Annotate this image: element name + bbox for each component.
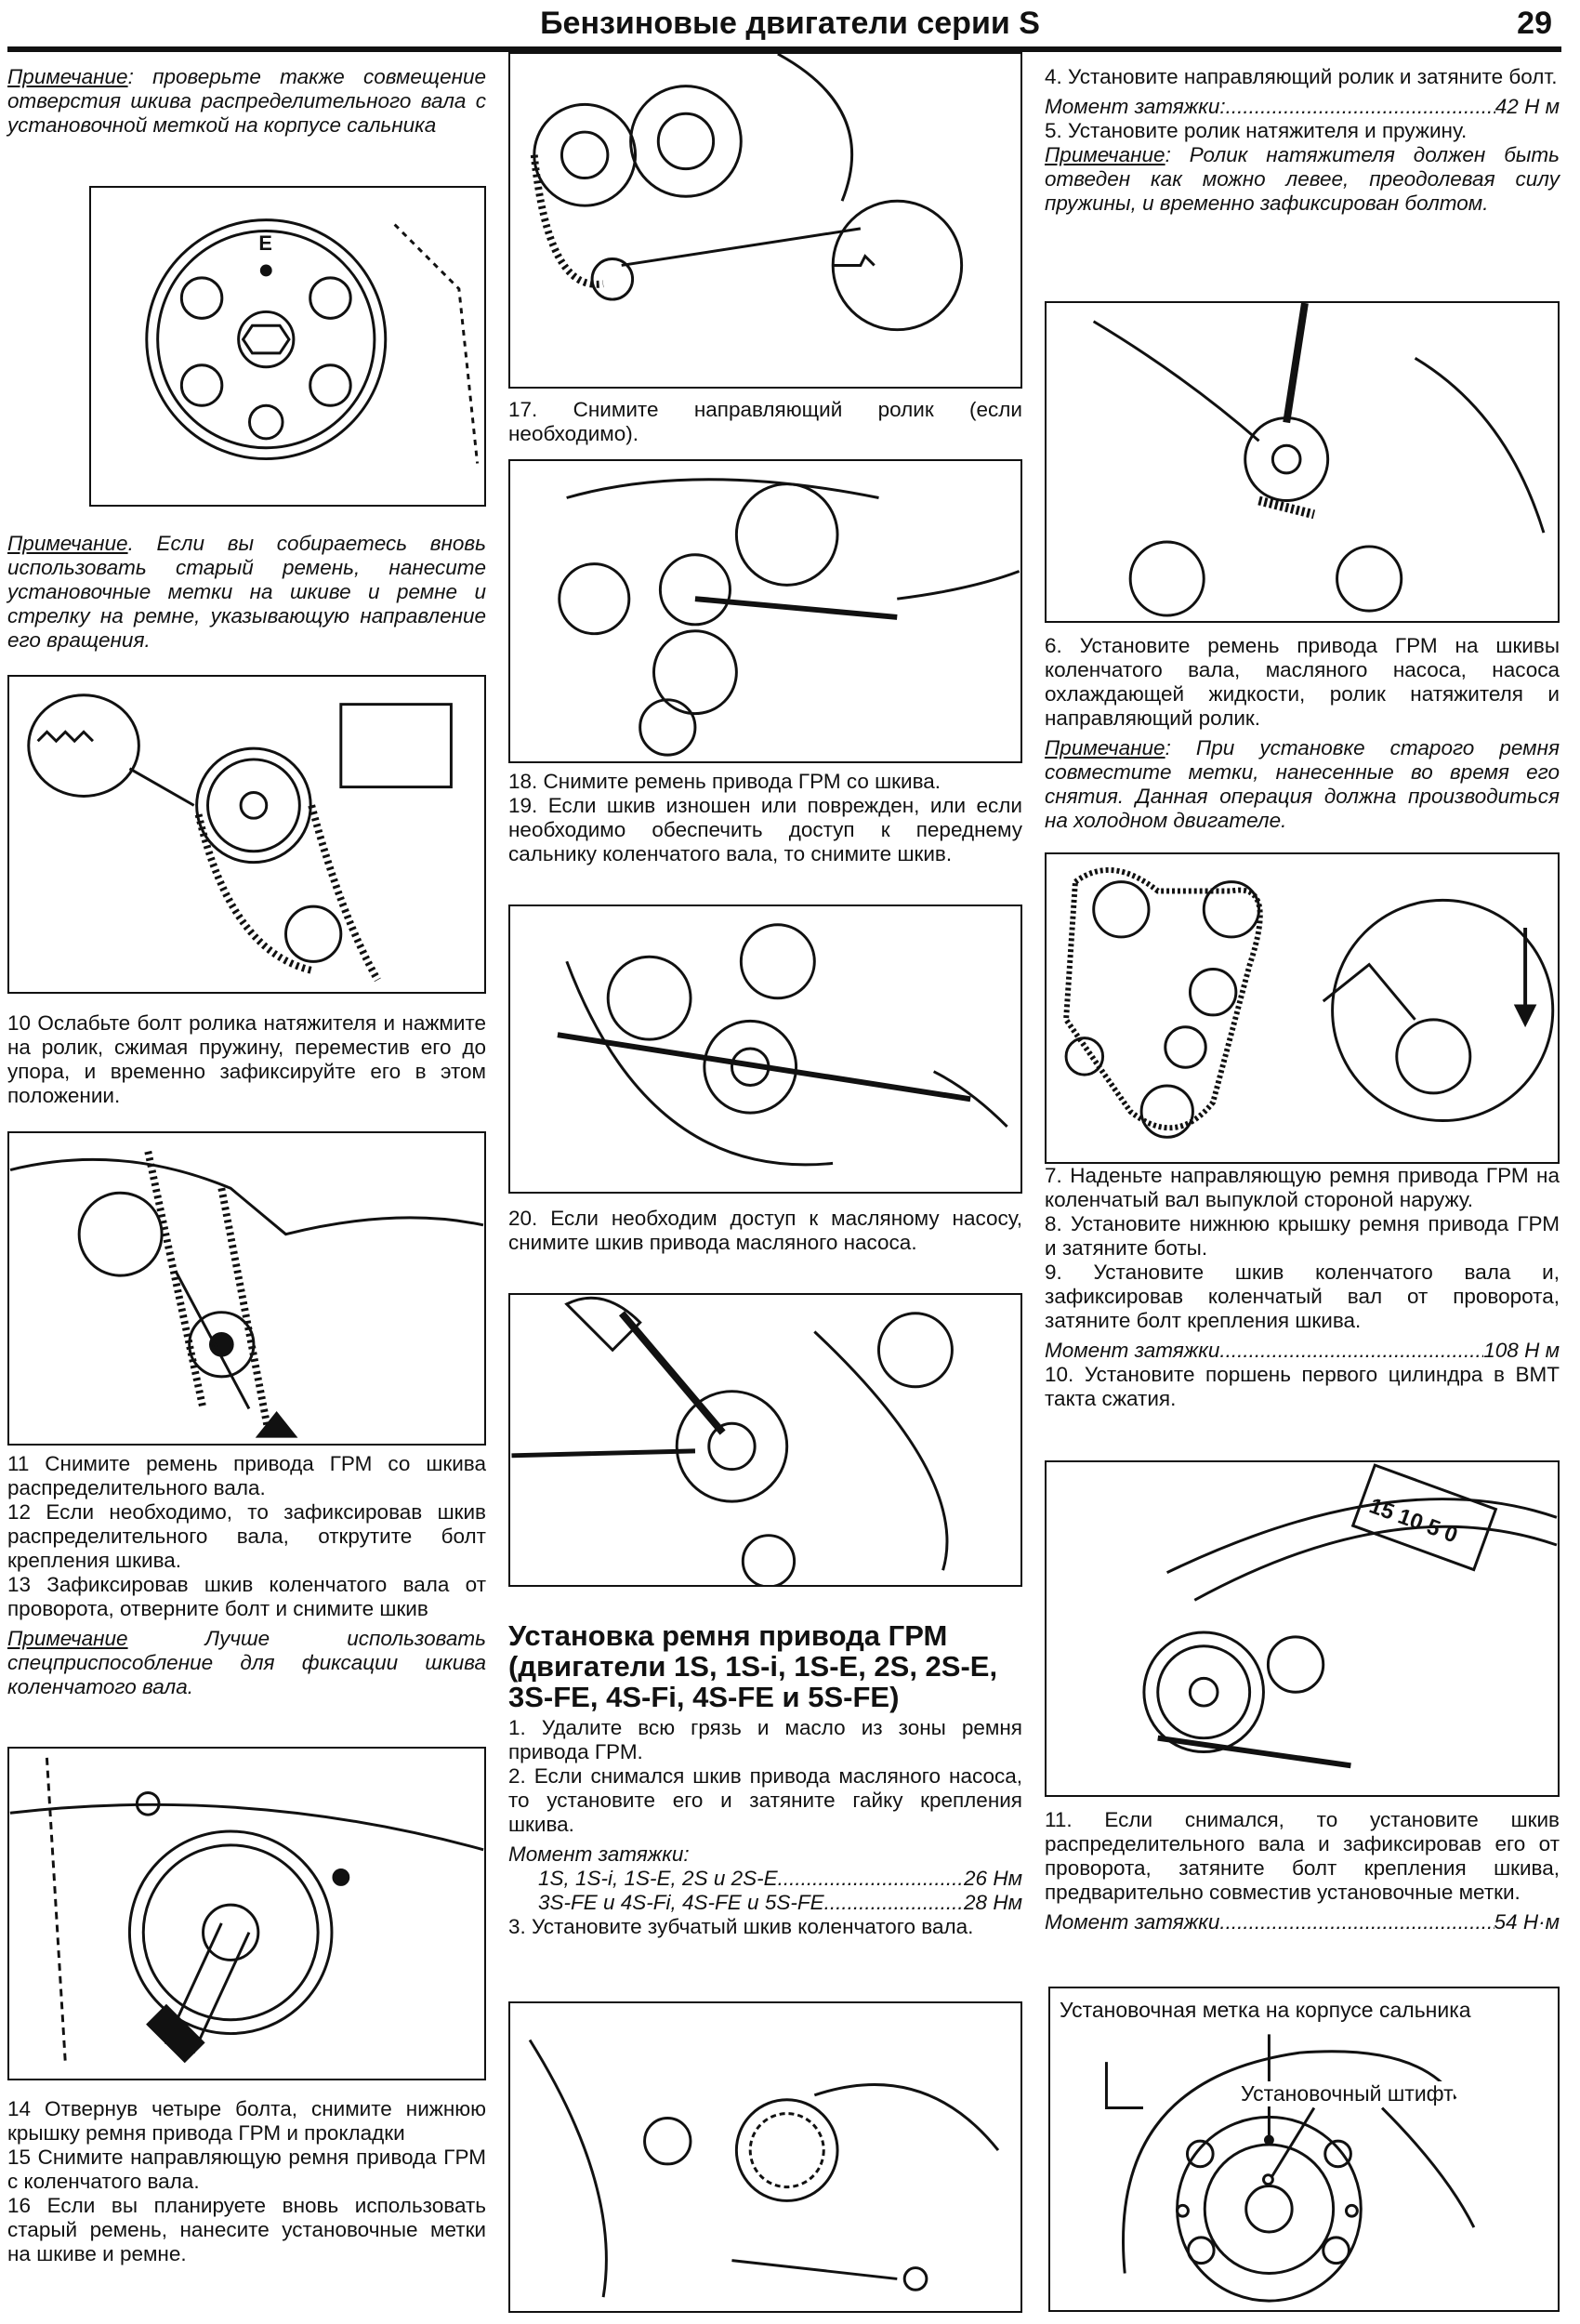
step-17-remove-idler: 17. Снимите направляющий ролик (если нео… (508, 398, 1022, 445)
note-old-belt-marks: Примечание: При установке старого ремня … (1045, 736, 1560, 833)
figure-mark-e: E (258, 231, 272, 255)
torque-label: Момент затяжки: (508, 1842, 690, 1866)
torque-row: Момент затяжки: 42 Н м (1045, 95, 1560, 119)
step-13-crankshaft-pulley: 13 Зафиксировав шкив коленчатого вала от… (7, 1573, 486, 1620)
note-camshaft-hole: Примечание: проверьте также совмещение о… (7, 65, 486, 138)
torque-value: 54 Н·м (1494, 1910, 1560, 1934)
figure-tensioner (7, 1131, 486, 1446)
label-dowel-pin: Установочный штифт (1241, 2081, 1454, 2106)
figure-tdc-marks: 15 10 5 0 (1045, 1460, 1560, 1797)
label-timing-mark: Установочная метка на корпусе сальника (1060, 1998, 1471, 2023)
torque-label: Момент затяжки (1045, 1339, 1220, 1362)
step-5-install-tensioner: 5. Установите ролик натяжителя и пружину… (1045, 119, 1468, 142)
step-9-crank-pulley: 9. Установите шкив коленчатого вала и, з… (1045, 1261, 1560, 1332)
right-step-11: 11. Если снимался, то установите шкив ра… (1045, 1808, 1560, 1934)
right-step-6: 6. Установите ремень привода ГРМ на шкив… (1045, 634, 1560, 833)
torque-row: 3S-FE и 4S-Fi, 4S-FE и 5S-FE 28 Нм (508, 1891, 1022, 1915)
figure-belt-marks (7, 675, 486, 994)
step-7-belt-guide: 7. Наденьте направляющую ремня привода Г… (1045, 1164, 1560, 1211)
figure-belt-removal (508, 52, 1022, 389)
torque-value: 42 Н м (1494, 95, 1560, 118)
step-19-remove-pulley: 19. Если шкив изношен или поврежден, или… (508, 794, 1022, 865)
figure-camshaft-pulley: E (89, 186, 486, 507)
header-rule (7, 46, 1561, 52)
step-11-remove-belt: 11 Снимите ремень привода ГРМ со шкива р… (7, 1452, 486, 1499)
note-text: : проверьте также совмещение отверстия ш… (7, 65, 486, 137)
figure-crank-sprocket (508, 2001, 1022, 2313)
step-16-reuse-marks: 16 Если вы планируете вновь использовать… (7, 2194, 486, 2265)
note-text: Лучше использовать спецприспособление дл… (7, 1627, 486, 1698)
page-number: 29 (1517, 6, 1552, 41)
right-steps-4-5: 4. Установите направляющий ролик и затян… (1045, 65, 1560, 216)
torque-label: Момент затяжки (1045, 1910, 1220, 1934)
step-20-oil-pump-pulley: 20. Если необходим доступ к масляному на… (508, 1207, 1022, 1254)
right-steps-7-10: 7. Наденьте направляющую ремня привода Г… (1045, 1164, 1560, 1411)
install-steps-1-3: 1. Удалите всю грязь и масло из зоны рем… (508, 1716, 1022, 1939)
timing-scale-label: 15 10 5 0 (1366, 1494, 1461, 1548)
note-special-tool: Примечание Лучше использовать спецприспо… (7, 1627, 486, 1699)
note-text: : Ролик натяжителя должен быть отведен к… (1045, 143, 1560, 215)
torque-row: 1S, 1S-i, 1S-E, 2S и 2S-E 26 Нм (508, 1867, 1022, 1891)
step-10-loosen-tensioner: 10 Ослабьте болт ролика натяжителя и наж… (7, 1011, 486, 1107)
figure-tensioner-install (1045, 301, 1560, 623)
note-label: Примечание (1045, 143, 1165, 166)
torque-engines: 3S-FE и 4S-Fi, 4S-FE и 5S-FE (538, 1891, 824, 1914)
torque-label: Момент затяжки: (1045, 95, 1226, 118)
note-label: Примечание (7, 65, 128, 88)
step-8-lower-cover: 8. Установите нижнюю крышку ремня привод… (1045, 1212, 1560, 1260)
note-text: . Если вы собираетесь вновь использовать… (7, 532, 486, 652)
step-1-clean: 1. Удалите всю грязь и масло из зоны рем… (508, 1716, 1022, 1763)
left-steps-11-13: 11 Снимите ремень привода ГРМ со шкива р… (7, 1452, 486, 1699)
note-text: : При установке старого ремня совместите… (1045, 736, 1560, 832)
note-label: Примечание (7, 532, 128, 555)
note-tensioner-left: Примечание: Ролик натяжителя должен быть… (1045, 143, 1560, 216)
torque-value: 26 Нм (964, 1867, 1022, 1890)
page-header-title: Бензиновые двигатели серии S (540, 6, 1040, 41)
note-label: Примечание (7, 1627, 128, 1650)
torque-row: Момент затяжки 108 Н м (1045, 1339, 1560, 1363)
figure-belt-routing (1045, 852, 1560, 1164)
step-12-camshaft-bolt: 12 Если необходимо, то зафиксировав шкив… (7, 1500, 486, 1572)
step-6-install-belt: 6. Установите ремень привода ГРМ на шкив… (1045, 634, 1560, 730)
middle-steps-18-19: 18. Снимите ремень привода ГРМ со шкива.… (508, 770, 1022, 866)
step-15-belt-guide: 15 Снимите направляющую ремня привода ГР… (7, 2146, 486, 2193)
step-11-cam-pulley: 11. Если снимался, то установите шкив ра… (1045, 1808, 1560, 1904)
torque-engines: 1S, 1S-i, 1S-E, 2S и 2S-E (538, 1867, 778, 1890)
left-steps-14-16: 14 Отвернув четыре болта, снимите нижнюю… (7, 2097, 486, 2266)
torque-value: 28 Нм (964, 1891, 1022, 1914)
figure-puller (508, 905, 1022, 1194)
step-4-install-idler: 4. Установите направляющий ролик и затян… (1045, 65, 1558, 88)
figure-oil-pump-pulley (508, 1293, 1022, 1587)
step-2-oil-pump-pulley: 2. Если снимался шкив привода масляного … (508, 1764, 1022, 1836)
note-reuse-belt: Примечание. Если вы собираетесь вновь ис… (7, 532, 486, 653)
step-10-tdc: 10. Установите поршень первого цилиндра … (1045, 1363, 1560, 1410)
step-18-remove-belt: 18. Снимите ремень привода ГРМ со шкива. (508, 770, 941, 793)
figure-crankshaft-bolt (7, 1747, 486, 2080)
step-14-lower-cover: 14 Отвернув четыре болта, снимите нижнюю… (7, 2097, 486, 2145)
section-heading-install-belt: Установка ремня привода ГРМ (двигатели 1… (508, 1619, 998, 1713)
figure-oil-seal-timing-mark: Установочная метка на корпусе сальника У… (1048, 1987, 1560, 2312)
torque-value: 108 Н м (1483, 1339, 1560, 1362)
note-label: Примечание (1045, 736, 1165, 759)
figure-idler-removal (508, 459, 1022, 763)
step-3-crank-sprocket: 3. Установите зубчатый шкив коленчатого … (508, 1915, 974, 1938)
torque-row: Момент затяжки 54 Н·м (1045, 1910, 1560, 1934)
